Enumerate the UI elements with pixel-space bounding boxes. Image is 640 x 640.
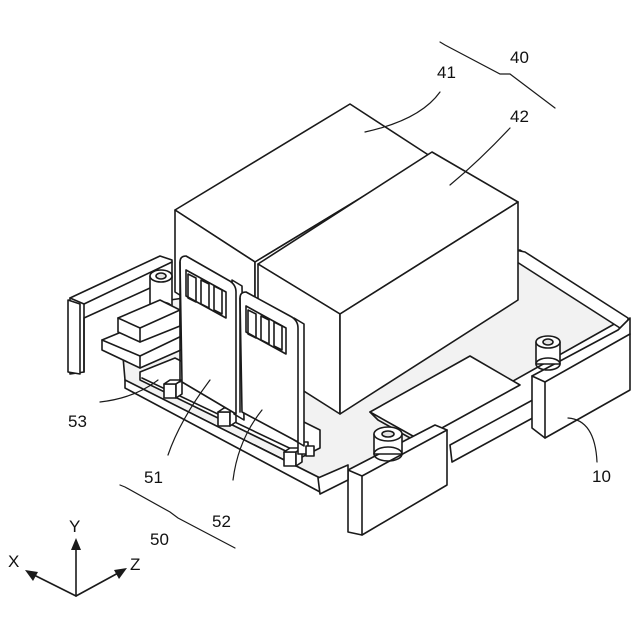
ref-10: 10: [592, 467, 611, 486]
ref-50: 50: [150, 530, 169, 549]
ref-42: 42: [510, 107, 529, 126]
ref-51: 51: [144, 468, 163, 487]
coordinate-axes: Y X Z: [8, 517, 140, 596]
leader-10: [568, 418, 597, 462]
ref-40: 40: [510, 48, 529, 67]
x-axis-arrowhead: [25, 570, 38, 581]
z-axis-arrowhead: [114, 568, 127, 579]
ref-52: 52: [212, 512, 231, 531]
ref-41: 41: [437, 63, 456, 82]
bracket-40: [440, 42, 555, 108]
tray-left-endcap: [68, 300, 80, 374]
axis-label-y: Y: [69, 517, 80, 536]
z-axis-line: [76, 572, 120, 596]
ref-53: 53: [68, 412, 87, 431]
axis-label-z: Z: [130, 555, 140, 574]
x-axis-line: [32, 574, 76, 596]
y-axis-arrowhead: [71, 538, 81, 550]
axis-label-x: X: [8, 552, 19, 571]
